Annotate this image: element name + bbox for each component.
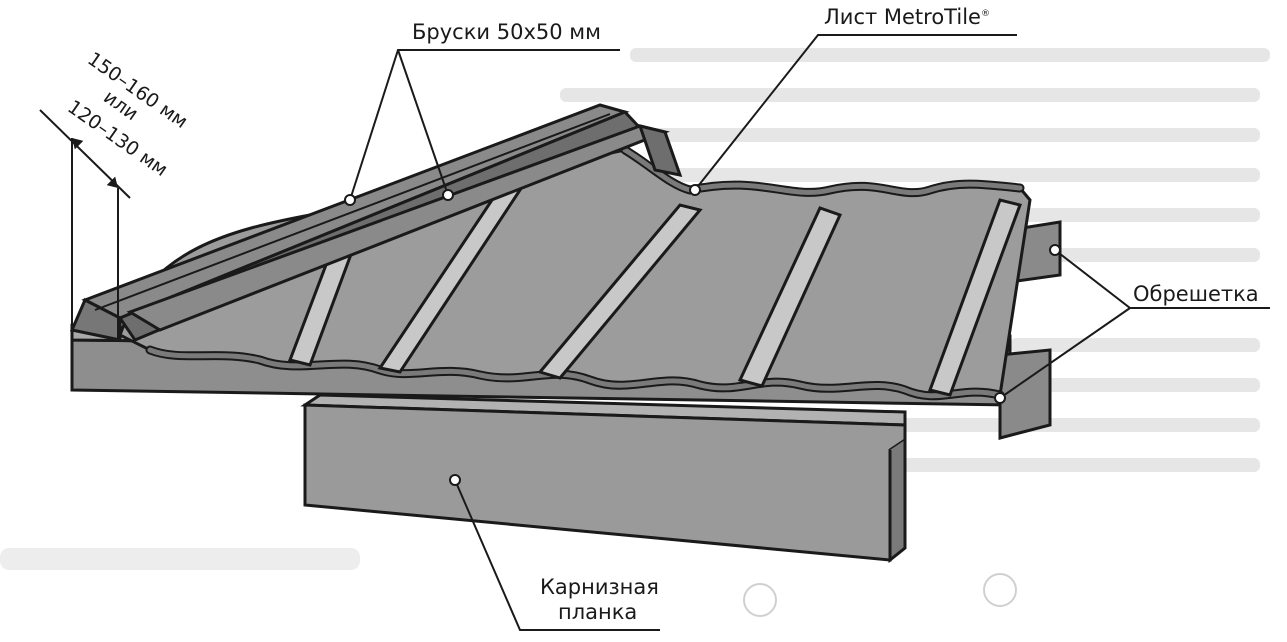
label-battens: Бруски 50х50 мм: [412, 20, 601, 44]
callout-dots: [344, 184, 1061, 486]
label-eaves-plank-line1: Карнизная: [540, 575, 659, 599]
label-metrotile-text: Лист MetroTile: [824, 5, 981, 29]
label-lathing: Обрешетка: [1133, 282, 1259, 306]
dimension-lines: [39, 109, 131, 340]
eaves-plank: [303, 403, 907, 562]
label-eaves-plank-line2: планка: [558, 600, 638, 624]
label-metrotile-sheet: Лист MetroTile®: [824, 5, 990, 29]
registered-mark: ®: [980, 9, 990, 19]
leader-lines: [349, 34, 1270, 631]
battens-50x50: [69, 103, 683, 342]
sheet-ribs: [287, 186, 1022, 397]
